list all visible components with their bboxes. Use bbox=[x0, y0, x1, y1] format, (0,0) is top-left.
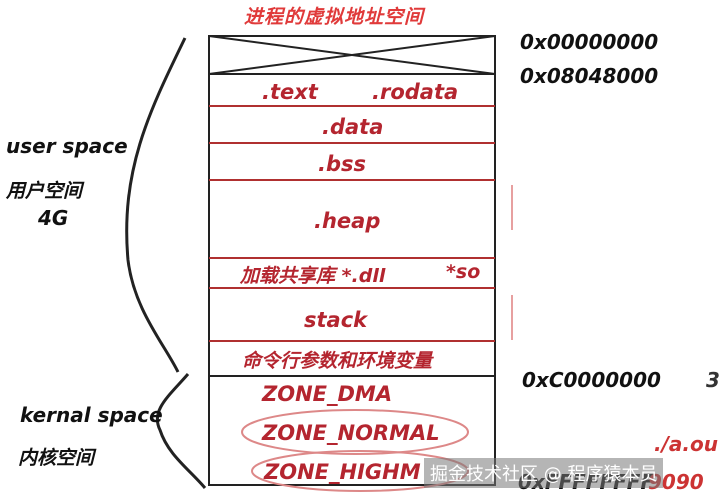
segment-text-label: .text bbox=[262, 80, 318, 104]
right-edge-aout: ./a.ou bbox=[654, 432, 718, 456]
kernel-space-cn-label: 内核空间 bbox=[18, 447, 95, 469]
address-kernel-start: 0xC0000000 bbox=[522, 368, 661, 392]
segment-args-env-label: 命令行参数和环境变量 bbox=[242, 350, 433, 372]
user-space-cn-label: 用户空间 bbox=[6, 180, 83, 202]
zone-dma-label: ZONE_DMA bbox=[262, 382, 393, 406]
zone-highmem-label: ZONE_HIGHM bbox=[264, 460, 421, 484]
user-size-label: 4G bbox=[38, 206, 69, 230]
segment-data-label: .data bbox=[322, 115, 384, 139]
segment-rodata-label: .rodata bbox=[372, 80, 459, 104]
segment-stack-label: stack bbox=[304, 308, 368, 332]
user-space-label: user space bbox=[6, 134, 128, 158]
watermark: 掘金技术社区 @ 程序猿本员 bbox=[424, 458, 664, 488]
address-text-start: 0x08048000 bbox=[520, 64, 659, 88]
segment-so-label: *so bbox=[446, 261, 481, 283]
address-start: 0x00000000 bbox=[520, 30, 659, 54]
segment-heap-label: .heap bbox=[314, 209, 381, 233]
kernel-space-label: kernal space bbox=[20, 403, 163, 427]
diagram-title: 进程的虚拟地址空间 bbox=[244, 6, 425, 28]
zone-normal-label: ZONE_NORMAL bbox=[262, 421, 440, 445]
right-edge-3: 3 bbox=[706, 368, 720, 392]
segment-bss-label: .bss bbox=[318, 152, 367, 176]
segment-shared-lib-label: 加载共享库 *.dll bbox=[240, 265, 386, 287]
